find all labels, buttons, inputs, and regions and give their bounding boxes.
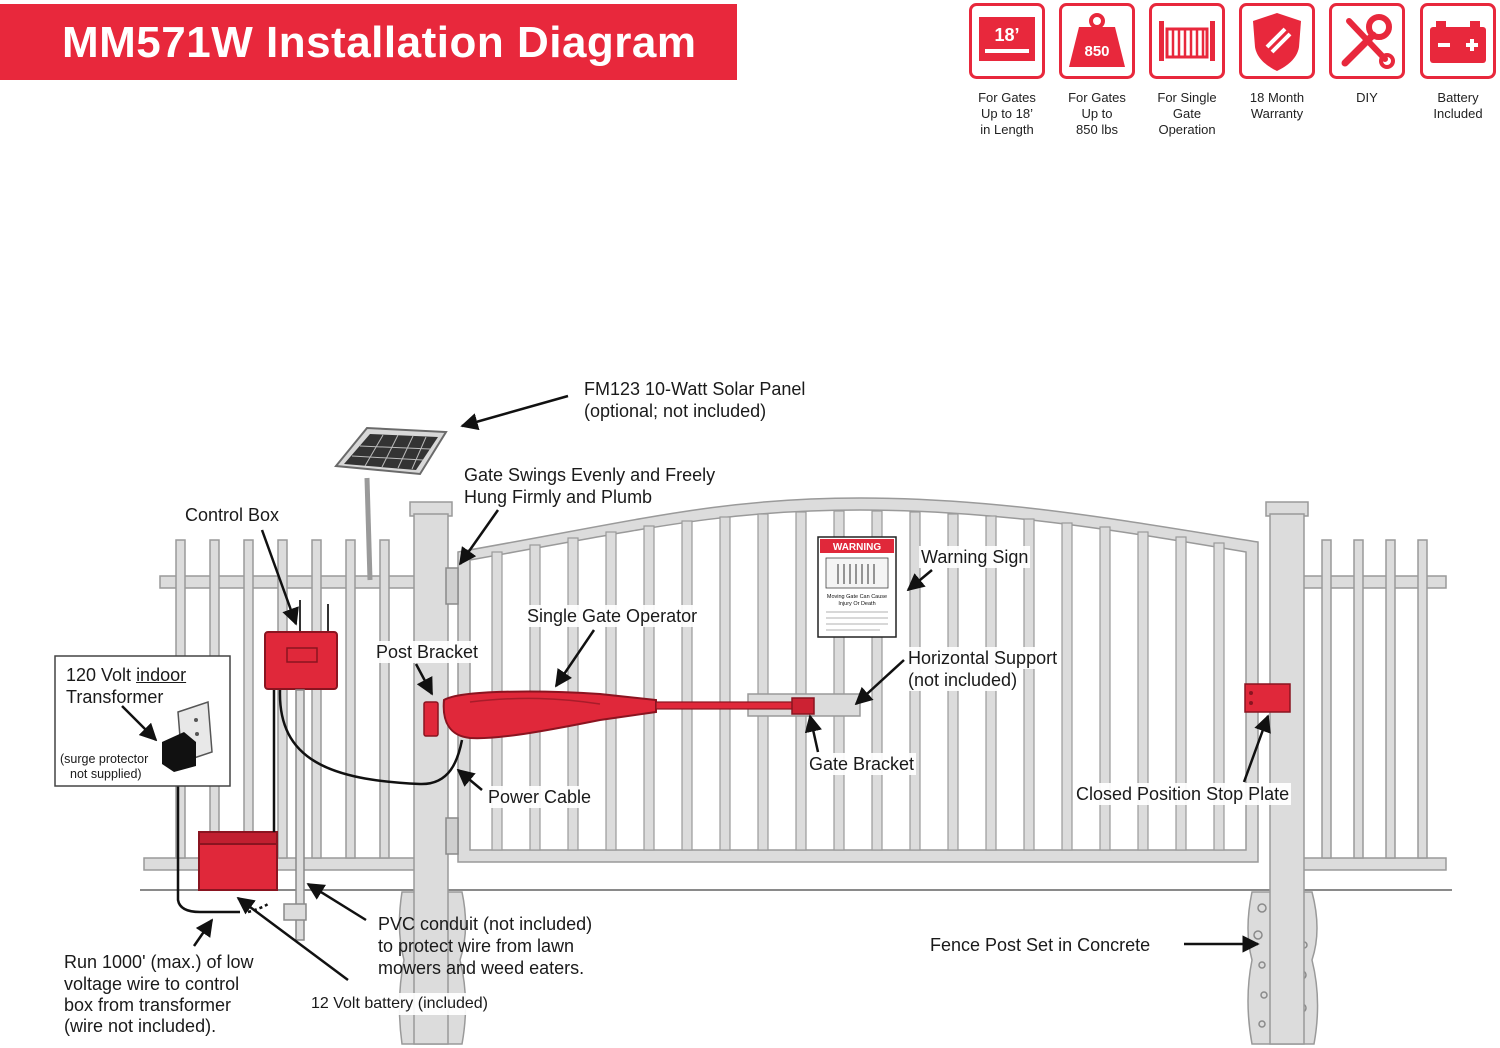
surge-protector-note-2: not supplied) [70, 767, 142, 781]
control-box [264, 600, 338, 690]
warning-sign: WARNING Moving Gate Can Cause Injury Or … [817, 536, 897, 638]
transformer-label-2: Transformer [66, 687, 164, 707]
weight-icon: 850 [1059, 3, 1135, 79]
single-gate-operator-label: Single Gate Operator [525, 605, 700, 627]
battery-label: 12 Volt battery (included) [309, 993, 490, 1015]
warning-sign-line2: Injury Or Death [838, 601, 875, 607]
run-wire-label-1: Run 1000' (max.) of low [64, 952, 254, 972]
power-cable-label: Power Cable [486, 786, 594, 808]
post-bracket [423, 701, 439, 737]
transformer-label-indoor: indoor [136, 665, 187, 685]
post-bracket-label: Post Bracket [374, 641, 481, 663]
title-banner: MM571W Installation Diagram [0, 4, 737, 80]
battery-box [198, 831, 278, 891]
solar-panel [334, 426, 448, 581]
horizontal-support-label-2: (not included) [906, 669, 1020, 691]
leader-arrows [121, 394, 1271, 982]
run-wire-label-3: box from transformer [64, 995, 232, 1015]
lower-hinge [445, 817, 459, 855]
battery-icon [1420, 3, 1496, 79]
warning-sign-header: WARNING [833, 542, 882, 553]
warning-sign-label: Warning Sign [919, 546, 1031, 568]
gate-length-icon: 18’ [969, 3, 1045, 79]
badge-caption-length: For Gates Up to 18’ in Length [978, 90, 1036, 137]
badge-caption-single-gate: For Single Gate Operation [1157, 90, 1217, 137]
badge-caption-warranty: 18 Month Warranty [1249, 90, 1305, 121]
horizontal-support-label-1: Horizontal Support [906, 647, 1060, 669]
single-gate-icon [1149, 3, 1225, 79]
warranty-shield-icon [1239, 3, 1315, 79]
badge-caption-diy: DIY [1356, 90, 1378, 105]
gate [457, 497, 1259, 863]
right-fence [1297, 539, 1447, 871]
solar-panel-label-1: FM123 10-Watt Solar Panel [584, 379, 806, 399]
gate-length-value: 18’ [994, 25, 1019, 45]
gate-swing-label-2: Hung Firmly and Plumb [462, 486, 655, 508]
wires [176, 689, 464, 914]
transformer-label-1: 120 Volt indoor [66, 664, 186, 686]
pvc-conduit-label-3: mowers and weed eaters. [378, 958, 585, 978]
weight-value: 850 [1084, 43, 1109, 60]
single-gate-operator [442, 690, 815, 740]
badge-caption-weight: For Gates Up to 850 lbs [1068, 90, 1126, 137]
pvc-conduit-label-1: PVC conduit (not included) [378, 914, 593, 934]
transformer-label-volt: 120 Volt [66, 665, 137, 685]
tools-icon [1329, 3, 1405, 79]
pvc-conduit [283, 689, 307, 941]
gate-swing-label-1: Gate Swings Evenly and Freely [464, 465, 716, 485]
run-wire-label-2: voltage wire to control [64, 974, 240, 994]
right-gate-post [1265, 501, 1309, 1045]
surge-protector-note-1: (surge protector [60, 752, 149, 766]
run-wire-label-4: (wire not included). [64, 1016, 217, 1036]
page-title: MM571W Installation Diagram [62, 18, 697, 67]
warning-sign-line1: Moving Gate Can Cause [827, 594, 887, 600]
gate-bracket-label: Gate Bracket [807, 753, 917, 775]
badge-caption-battery: Battery Included [1433, 90, 1483, 121]
transformer-box [54, 655, 231, 787]
upper-hinge [445, 567, 459, 605]
fence-post-label: Fence Post Set in Concrete [930, 935, 1151, 955]
control-box-label: Control Box [185, 505, 280, 525]
pvc-conduit-label-2: to protect wire from lawn [378, 936, 575, 956]
solar-panel-label-2: (optional; not included) [584, 401, 767, 421]
stop-plate-label: Closed Position Stop Plate [1074, 783, 1292, 805]
closed-position-stop-plate [1244, 683, 1291, 713]
